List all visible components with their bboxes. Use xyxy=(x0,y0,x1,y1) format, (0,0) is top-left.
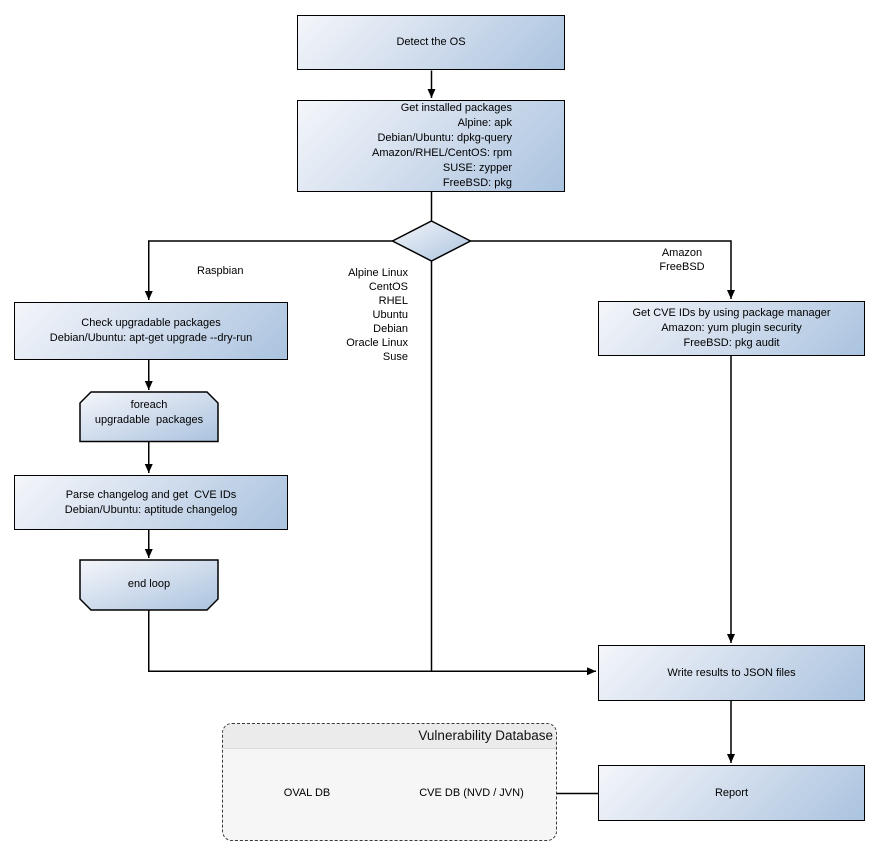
os-list-item: Alpine Linux xyxy=(348,267,408,279)
os-list-item: Amazon xyxy=(661,247,703,259)
node-line: FreeBSD: pkg audit xyxy=(683,337,780,349)
os-list-item: Oracle Linux xyxy=(346,337,408,349)
node-label: Report xyxy=(714,786,749,799)
os-list-item: Ubuntu xyxy=(372,309,408,321)
node-line: Parse changelog and get CVE IDs xyxy=(65,488,237,501)
os-list-item: Suse xyxy=(382,351,408,363)
node-line: Get installed packages xyxy=(400,102,512,114)
os-list-item: FreeBSD xyxy=(659,261,705,273)
label-right-branch: Amazon FreeBSD xyxy=(642,246,722,274)
node-line: Get CVE IDs by using package manager xyxy=(632,307,831,319)
node-line: Debian/Ubuntu: dpkg-query xyxy=(377,132,512,144)
decision-diamond xyxy=(390,220,473,262)
node-foreach-loop: foreach upgradable packages xyxy=(80,398,218,428)
node-line: FreeBSD: pkg xyxy=(442,177,512,189)
connector-decision-to-check-upgradable xyxy=(144,240,393,300)
node-line: upgradable packages xyxy=(94,414,204,426)
node-get-cve-ids: Get CVE IDs by using package manager Ama… xyxy=(598,301,865,356)
node-end-loop: end loop xyxy=(80,577,218,592)
node-line: foreach xyxy=(130,399,168,411)
node-line: Check upgradable packages xyxy=(81,317,221,329)
label-middle-os-list: Alpine Linux CentOS RHEL Ubuntu Debian O… xyxy=(346,266,408,364)
node-line: Debian/Ubuntu: apt-get upgrade --dry-run xyxy=(49,332,253,344)
node-line: Amazon/RHEL/CentOS: rpm xyxy=(372,147,512,159)
node-report: Report xyxy=(598,765,865,821)
node-line: SUSE: zypper xyxy=(442,162,512,174)
label-cve-db: CVE DB (NVD / JVN) xyxy=(419,787,524,799)
node-line: Alpine: apk xyxy=(457,117,512,129)
end-loop-shape xyxy=(79,559,219,611)
vulnerability-database-container: Vulnerability Database xyxy=(222,723,557,841)
foreach-loop-shape xyxy=(79,391,219,443)
connector-endloop-to-write-results xyxy=(148,610,596,676)
label-oval-db: OVAL DB xyxy=(283,787,331,799)
node-line: Amazon: yum plugin security xyxy=(661,322,802,334)
vulnerability-database-title: Vulnerability Database xyxy=(418,728,553,743)
node-write-results: Write results to JSON files xyxy=(598,645,865,701)
vulnerability-database-header: Vulnerability Database xyxy=(223,724,556,749)
node-label: end loop xyxy=(127,578,171,590)
os-list-item: CentOS xyxy=(368,281,408,293)
label-raspbian-branch: Raspbian xyxy=(197,265,244,277)
node-line: Debian/Ubuntu: aptitude changelog xyxy=(64,503,238,516)
node-get-installed-packages: Get installed packages Alpine: apk Debia… xyxy=(297,100,565,192)
os-list-item: RHEL xyxy=(378,295,408,307)
node-check-upgradable-packages: Check upgradable packages Debian/Ubuntu:… xyxy=(14,302,288,360)
node-detect-os: Detect the OS xyxy=(297,15,565,70)
connector-decision-to-get-cve xyxy=(470,240,735,299)
os-list-item: Debian xyxy=(373,323,408,335)
node-label: Write results to JSON files xyxy=(667,666,796,679)
node-parse-changelog: Parse changelog and get CVE IDs Debian/U… xyxy=(14,475,288,530)
node-label: Detect the OS xyxy=(396,36,466,48)
